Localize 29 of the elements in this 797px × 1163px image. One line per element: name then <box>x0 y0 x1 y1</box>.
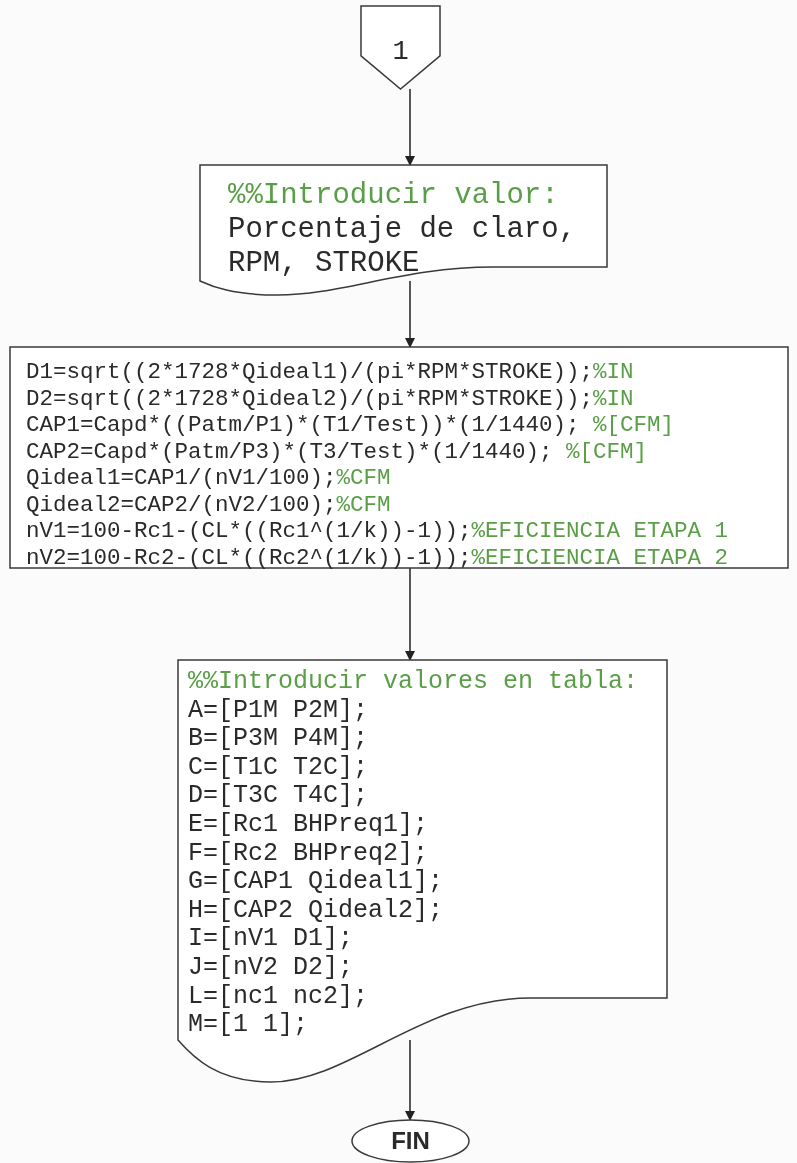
arrow <box>405 88 415 166</box>
code-line: C=[T1C T2C]; <box>188 753 369 783</box>
arrow <box>405 567 415 661</box>
code-line: Porcentaje de claro, RPM, STROKE <box>228 213 578 281</box>
code-line: CAP2=Capd*(Patm/P3)*(T3/Test)*(1/1440); %[CFM] <box>26 438 648 465</box>
code-line: D1=sqrt((2*1728*Qideal1)/(pi*RPM*STROKE));%IN <box>26 359 634 386</box>
code-line: L=[nc1 nc2]; <box>188 982 369 1012</box>
arrow <box>405 1039 415 1121</box>
code-line: CAP1=Capd*((Patm/P1)*(T1/Test))*(1/1440); %[CFM] <box>26 412 675 439</box>
comment-text: %%Introducir valores en tabla: <box>188 668 639 697</box>
comment-text: %%Introducir valor: <box>228 179 559 213</box>
arrow <box>405 280 415 348</box>
code-line: D2=sqrt((2*1728*Qideal2)/(pi*RPM*STROKE));%IN <box>26 385 634 412</box>
code-line: nV2=100-Rc2-(CL*((Rc2^(1/k))-1));%EFICIENCIA ETAPA 2 <box>26 544 729 571</box>
connector-label: 1 <box>392 36 409 68</box>
code-line: D=[T3C T4C]; <box>188 782 369 811</box>
code-line: Qideal1=CAP1/(nV1/100);%CFM <box>26 465 391 492</box>
code-line: G=[CAP1 Qideal1]; <box>188 868 444 897</box>
code-line: F=[Rc2 BHPreq2]; <box>188 839 429 869</box>
terminator-label: FIN <box>391 1126 430 1156</box>
code-line: nV1=100-Rc1-(CL*((Rc1^(1/k))-1));%EFICIENCIA ETAPA 1 <box>26 518 729 545</box>
code-line: J=[nV2 D2]; <box>188 953 354 983</box>
code-line: H=[CAP2 Qideal2]; <box>188 896 444 926</box>
code-line: E=[Rc1 BHPreq1]; <box>188 810 429 840</box>
code-line: I=[nV1 D1]; <box>188 925 354 954</box>
code-line: Qideal2=CAP2/(nV2/100);%CFM <box>26 491 391 518</box>
code-line: A=[P1M P2M]; <box>188 696 369 726</box>
code-line: M=[1 1]; <box>188 1011 309 1040</box>
code-line: B=[P3M P4M]; <box>188 725 369 754</box>
